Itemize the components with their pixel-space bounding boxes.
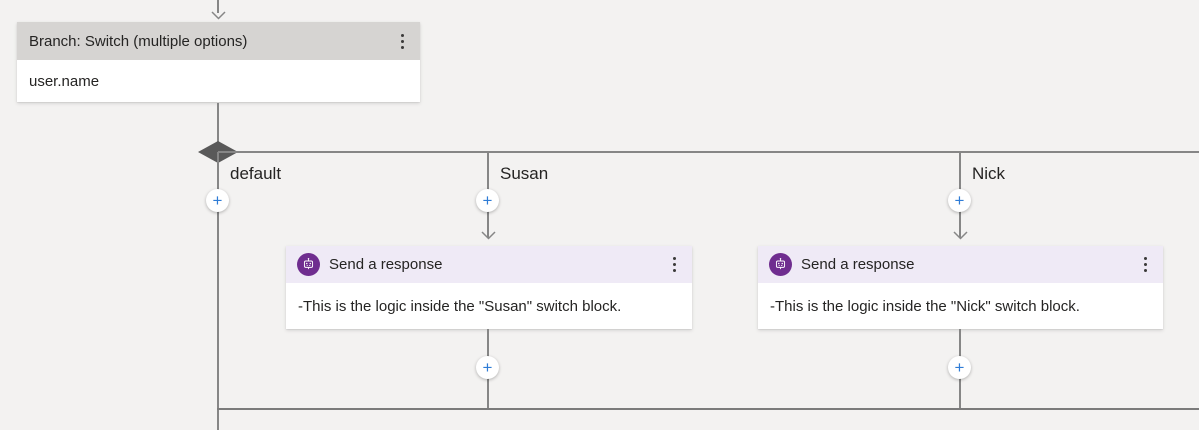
switch-node-header[interactable]: Branch: Switch (multiple options) bbox=[17, 22, 420, 60]
connector-line bbox=[217, 103, 219, 142]
response-message-text: -This is the logic inside the "Nick" swi… bbox=[770, 297, 1080, 315]
response-message-text: -This is the logic inside the "Susan" sw… bbox=[298, 297, 622, 315]
plus-icon: + bbox=[954, 357, 965, 377]
plus-icon: + bbox=[212, 190, 223, 210]
arrow-down-icon bbox=[953, 231, 968, 240]
response-node-message[interactable]: -This is the logic inside the "Susan" sw… bbox=[286, 283, 692, 329]
branch-label-nick: Nick bbox=[972, 164, 1006, 183]
bot-message-icon bbox=[769, 253, 792, 276]
switch-branch-node: Branch: Switch (multiple options) user.n… bbox=[17, 22, 420, 102]
arrow-down-icon bbox=[481, 231, 496, 240]
connector-line bbox=[217, 410, 219, 430]
plus-icon: + bbox=[482, 357, 493, 377]
send-response-node-susan: Send a response -This is the logic insid… bbox=[286, 246, 692, 329]
response-node-message[interactable]: -This is the logic inside the "Nick" swi… bbox=[758, 283, 1163, 329]
add-node-button[interactable]: + bbox=[476, 189, 499, 212]
response-node-title: Send a response bbox=[329, 256, 443, 273]
response-node-header[interactable]: Send a response bbox=[286, 246, 692, 283]
branch-label-default: default bbox=[230, 164, 282, 183]
response-node-header[interactable]: Send a response bbox=[758, 246, 1163, 283]
branch-label-susan: Susan bbox=[500, 164, 549, 183]
send-response-node-nick: Send a response -This is the logic insid… bbox=[758, 246, 1163, 329]
add-node-button[interactable]: + bbox=[948, 189, 971, 212]
switch-node-condition[interactable]: user.name bbox=[17, 60, 420, 102]
connector-line bbox=[217, 0, 219, 13]
add-node-button[interactable]: + bbox=[476, 356, 499, 379]
plus-icon: + bbox=[954, 190, 965, 210]
switch-node-title: Branch: Switch (multiple options) bbox=[29, 32, 248, 50]
branch-merge-line bbox=[217, 408, 1199, 410]
switch-condition-value: user.name bbox=[29, 72, 100, 90]
bot-message-icon bbox=[297, 253, 320, 276]
add-node-button[interactable]: + bbox=[206, 189, 229, 212]
arrow-down-icon bbox=[211, 11, 226, 20]
kebab-vertical-icon[interactable] bbox=[1138, 253, 1153, 276]
branch-split-line bbox=[218, 151, 1199, 153]
response-node-title: Send a response bbox=[801, 256, 915, 273]
add-node-button[interactable]: + bbox=[948, 356, 971, 379]
kebab-vertical-icon[interactable] bbox=[395, 30, 410, 53]
connector-line bbox=[217, 152, 219, 409]
plus-icon: + bbox=[482, 190, 493, 210]
kebab-vertical-icon[interactable] bbox=[667, 253, 682, 276]
